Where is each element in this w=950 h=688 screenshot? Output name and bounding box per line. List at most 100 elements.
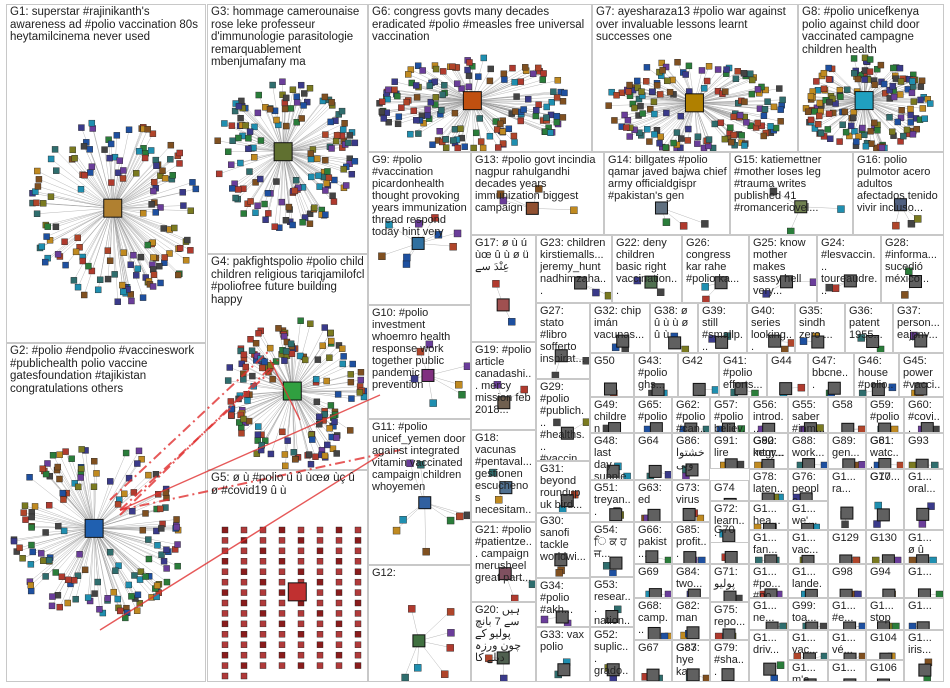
cluster-graph xyxy=(829,599,866,630)
node xyxy=(153,157,159,163)
node xyxy=(851,128,857,134)
node xyxy=(324,168,330,174)
node xyxy=(153,209,159,215)
node xyxy=(495,496,502,503)
node xyxy=(908,119,914,125)
node xyxy=(48,156,54,162)
node xyxy=(75,235,81,241)
hub-node xyxy=(684,552,696,564)
node xyxy=(48,194,54,200)
node xyxy=(808,117,814,123)
node xyxy=(150,255,156,261)
node xyxy=(171,225,177,231)
node xyxy=(805,109,811,115)
node xyxy=(336,558,342,564)
hub-node xyxy=(556,611,568,623)
cluster-g43: G43: #polio ghs... xyxy=(634,353,678,397)
hub-node xyxy=(780,383,792,395)
cluster-graph xyxy=(635,565,672,598)
hub-node xyxy=(781,276,793,288)
node xyxy=(603,562,610,569)
node xyxy=(241,537,247,543)
node xyxy=(225,149,231,155)
node xyxy=(663,219,670,226)
cluster-g5: G5: ø ù #polio ú û ùœø ùç û ø #covid19 û… xyxy=(207,470,368,682)
cluster-graph xyxy=(7,5,206,343)
hub-node xyxy=(872,384,884,396)
cluster-g44: G44 xyxy=(767,353,808,397)
node xyxy=(128,298,134,304)
node xyxy=(887,114,893,120)
node xyxy=(447,644,454,651)
node xyxy=(904,127,910,133)
node xyxy=(298,527,304,533)
node xyxy=(32,503,38,509)
cluster-g2: G2: #polio #endpolio #vaccineswork #publ… xyxy=(6,343,206,682)
cluster-g72: G72: learn... xyxy=(710,501,749,543)
node xyxy=(821,86,827,92)
node xyxy=(112,568,118,574)
hub-node xyxy=(558,664,570,676)
node xyxy=(298,621,304,627)
hub-node xyxy=(762,493,774,501)
node xyxy=(771,104,777,110)
node xyxy=(355,569,361,575)
node xyxy=(357,389,363,395)
node xyxy=(273,179,279,185)
node xyxy=(153,163,159,169)
node xyxy=(454,81,460,87)
node xyxy=(322,411,328,417)
node xyxy=(241,579,247,585)
node xyxy=(348,371,354,377)
node xyxy=(395,121,401,127)
node xyxy=(249,373,255,379)
node xyxy=(341,166,347,172)
cluster-s12: G1... iris... xyxy=(904,630,944,682)
hub-node xyxy=(880,653,892,660)
node xyxy=(245,135,251,141)
node xyxy=(142,155,148,161)
node xyxy=(554,119,560,125)
node xyxy=(329,99,335,105)
hub-node xyxy=(655,202,667,214)
node xyxy=(556,569,563,576)
node xyxy=(21,510,27,516)
node xyxy=(329,145,335,151)
hub-node xyxy=(561,427,573,439)
cluster-g57: G57: #polio believ... xyxy=(710,397,749,433)
node xyxy=(661,633,668,640)
node xyxy=(347,427,353,433)
node xyxy=(541,616,548,623)
cluster-g62: G62: #polio #can... xyxy=(672,397,710,433)
node xyxy=(222,590,228,596)
cluster-graph xyxy=(750,470,788,501)
node xyxy=(920,105,926,111)
node xyxy=(73,249,79,255)
node xyxy=(236,396,242,402)
node xyxy=(317,558,323,564)
hub-node xyxy=(795,201,807,213)
node xyxy=(773,125,779,131)
node xyxy=(911,99,917,105)
cluster-s3: G1... fan... xyxy=(749,530,788,564)
hub-node xyxy=(499,568,511,580)
node xyxy=(634,277,641,284)
cluster-s18: G1... xyxy=(904,564,944,598)
cluster-g92: G92: keny... xyxy=(749,433,788,469)
cluster-graph xyxy=(591,304,650,353)
node xyxy=(279,642,285,648)
node xyxy=(348,379,354,385)
hub-node xyxy=(647,669,659,681)
cluster-graph xyxy=(829,661,866,682)
cluster-s10: G1... stop xyxy=(866,598,904,630)
node xyxy=(331,177,337,183)
node xyxy=(248,336,254,342)
node xyxy=(553,419,560,426)
cluster-graph xyxy=(537,514,590,578)
node xyxy=(350,361,356,367)
node xyxy=(70,147,76,153)
cluster-graph xyxy=(867,599,904,630)
node xyxy=(800,338,807,345)
node xyxy=(272,224,278,230)
node xyxy=(722,89,728,95)
